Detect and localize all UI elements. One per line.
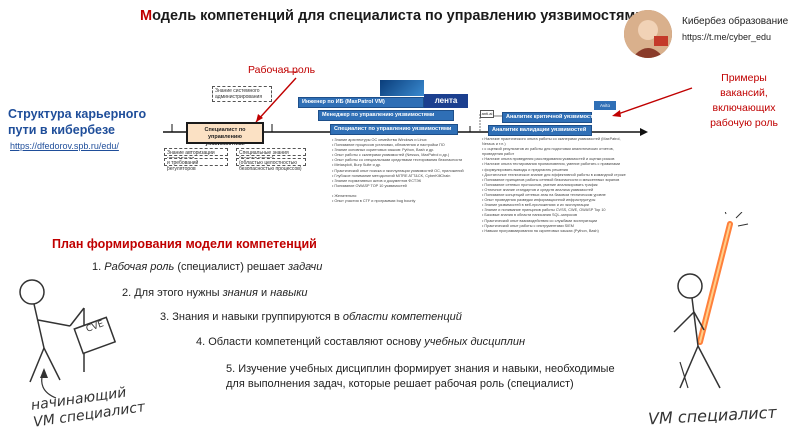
requirement-item: Опыт работы с сканерами уязвимостей (Nes… xyxy=(332,153,480,158)
vacancy-ib-engineer[interactable]: Инженер по ИБ (MaxPatrol VM) xyxy=(298,97,424,108)
requirement-item: Metasploit, Burp Suite и др. xyxy=(332,163,480,168)
requirement-item: Знание и понимание принципов работы CVSS… xyxy=(482,208,632,213)
vacancy-vm-specialist[interactable]: Специалист по управлению уязвимостями xyxy=(330,124,458,135)
requirement-item: Наличие опыта тестирования проникновения… xyxy=(482,162,632,167)
specialist-line2: управлению уязвимостями xyxy=(205,134,245,147)
vacancy-screenshot-thumbnail xyxy=(380,80,424,96)
step4-disciplines: учебных дисциплин xyxy=(424,336,526,348)
requirement-item: Понимание процессов установки, обновлени… xyxy=(332,143,480,148)
vacancy-vm-manager[interactable]: Менеджер по управлению уязвимостями xyxy=(318,110,454,121)
requirement-item: Понимание концепций сетевых атак на базо… xyxy=(482,193,632,198)
specialist-line1: Специалист по xyxy=(204,127,246,133)
vacancies-label: Примеры вакансий, включающих рабочую рол… xyxy=(710,72,778,129)
requirement-item: Понимание сетевых протоколов, умение ана… xyxy=(482,183,632,188)
left-knowledge-box-2: и требований регуляторов xyxy=(164,158,228,172)
top-knowledge-box: Знание системного администрирования xyxy=(212,86,272,102)
step1-role: Рабочая роль xyxy=(104,261,175,273)
brand-link[interactable]: https://t.me/cyber_edu xyxy=(682,32,772,42)
plan-step-5: 5. Изучение учебных дисциплин формирует … xyxy=(226,363,615,390)
avatar-portrait-icon xyxy=(624,10,672,58)
title-first-letter: М xyxy=(140,8,153,24)
requirement-item: Опыт работы со специальными средствами т… xyxy=(332,158,480,163)
requirement-item: Знание нормативных актов и документов ФС… xyxy=(332,179,480,184)
requirement-item: Глубокое понимание методологий MITRE ATT… xyxy=(332,174,480,179)
plan-step-3: 3. Знания и навыки группируются в област… xyxy=(160,311,462,323)
requirement-item: Навыки программирования на скриптовых яз… xyxy=(482,229,632,234)
step2-knowledge: знания xyxy=(222,287,258,299)
brand-name: Кибербез образование xyxy=(682,16,789,27)
title-rest: одель компетенций для специалиста по упр… xyxy=(152,8,645,24)
vacancy-critical-analyst[interactable]: Аналитик критичной уязвимости xyxy=(502,112,596,123)
requirement-item: Практический опыт взаимодействия со служ… xyxy=(482,219,632,224)
requirement-item: Практический опыт поиска и эксплуатации … xyxy=(332,169,480,174)
step2-skills: навыки xyxy=(270,287,308,299)
right-knowledge-box-2: (областью целостностью безопасностью про… xyxy=(236,158,306,172)
requirement-item: Практический опыт работы с инструментами… xyxy=(482,224,632,229)
requirement-item: Наличие практического опыта работы со ск… xyxy=(482,137,632,147)
small-tag: anti.ai xyxy=(480,110,494,118)
requirement-item: с оценкой результатов их работы для подг… xyxy=(482,147,632,157)
requirement-item: Знание основных скриптовых языков: Pytho… xyxy=(332,148,480,153)
right-knowledge-box-1: Специальные знания (практическое) xyxy=(236,148,306,162)
step4-pre: 4. Области компетенций составляют основу xyxy=(196,336,422,348)
requirement-item: Знание архитектуры ОС семейства Windows … xyxy=(332,138,480,143)
requirement-item: Опыт проведения разведки информационной … xyxy=(482,198,632,203)
left-knowledge-box-1: Знание авторизации управления уязвимостя… xyxy=(164,148,228,168)
requirement-item: Понимание принципов работы сетевой безоп… xyxy=(482,178,632,183)
requirement-item: Базовые знания в области написания SQL-з… xyxy=(482,213,632,218)
mid-requirements-list: Знание архитектуры ОС семейства Windows … xyxy=(332,138,480,204)
plan-title: План формирования модели компетенций xyxy=(52,237,317,251)
step2-and: и xyxy=(260,287,268,299)
step1-tasks: задачи xyxy=(287,261,323,273)
requirement-item: Отличное знание стандартов и средств ана… xyxy=(482,188,632,193)
role-label: Рабочая роль xyxy=(248,64,316,76)
specialist-role-box[interactable]: Специалист по управлению уязвимостями xyxy=(186,122,264,147)
requirement-item: Понимание OWASP TOP 10 уязвимостей xyxy=(332,184,480,189)
career-link[interactable]: https://dfedorov.spb.ru/edu/ xyxy=(10,141,119,151)
requirement-item: Опыт участия в CTF и программах bug boun… xyxy=(332,199,480,204)
step3-area: области компетенций xyxy=(342,311,462,323)
requirement-item: Достаточное техническое знание для эффек… xyxy=(482,173,632,178)
lenta-logo: лента xyxy=(424,94,468,108)
career-heading: Структура карьерного пути в кибербезе xyxy=(8,106,146,138)
requirement-item: Знание уязвимостей в веб-приложениях и и… xyxy=(482,203,632,208)
step2-pre: 2. Для этого нужны xyxy=(122,287,220,299)
career-heading-line1: Структура карьерного xyxy=(8,107,147,121)
step1-num: 1. xyxy=(92,261,102,273)
step3-pre: 3. Знания и навыки группируются в xyxy=(160,311,340,323)
avatar xyxy=(624,10,672,58)
right-requirements-list: Наличие практического опыта работы со ск… xyxy=(482,137,632,234)
plan-step-1: 1. Рабочая роль (специалист) решает зада… xyxy=(92,261,322,273)
beginner-stick-figure-icon xyxy=(19,279,117,399)
step1-mid: (специалист) решает xyxy=(177,261,285,273)
requirement-item: Наличие опыта проведения расследования у… xyxy=(482,157,632,162)
career-heading-line2: пути в кибербезе xyxy=(8,123,116,137)
plan-step-2: 2. Для этого нужны знания и навыки xyxy=(122,287,308,299)
page-title: Модель компетенций для специалиста по уп… xyxy=(140,8,644,24)
requirement-item: формулировать выводы и предлагать решени… xyxy=(482,168,632,173)
vm-specialist-stick-figure-icon xyxy=(673,212,749,389)
vacancy-validation-analyst[interactable]: Аналитик валидации уязвимостей xyxy=(488,125,592,136)
avito-tag: Avito xyxy=(594,101,616,110)
plan-step-4: 4. Области компетенций составляют основу… xyxy=(196,336,525,348)
requirement-item: Желательно: xyxy=(332,194,480,199)
